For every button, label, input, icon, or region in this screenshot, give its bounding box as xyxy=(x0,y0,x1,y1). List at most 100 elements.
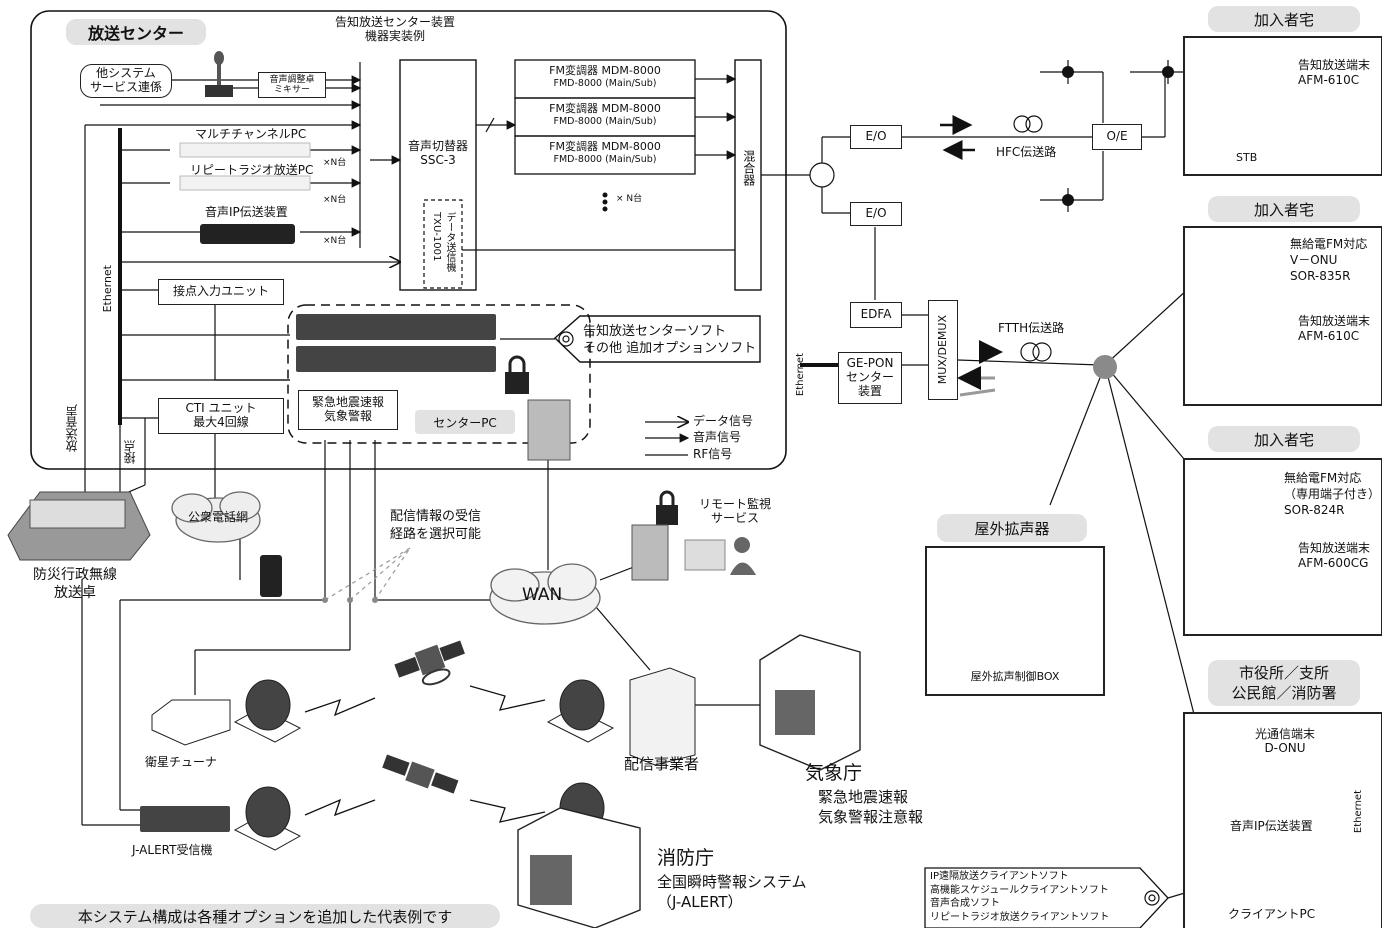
city-title: 市役所／支所公民館／消防署 xyxy=(1208,660,1360,706)
satellite-icon-2 xyxy=(382,754,459,794)
ftth-label: FTTH伝送路 xyxy=(998,321,1065,335)
fm-mod-2-line1: FM変調器 MDM-8000 xyxy=(549,102,661,115)
cti-unit-box: CTI ユニット最大4回線 xyxy=(158,398,284,434)
fdma-building-icon xyxy=(517,807,641,928)
audio-ip-device-icon xyxy=(200,224,295,244)
firewall-remote-icon xyxy=(631,524,669,581)
client-sw-1: IP遠隔放送クライアントソフト xyxy=(930,871,1069,882)
fm-mod-3-line1: FM変調器 MDM-8000 xyxy=(549,140,661,153)
outdoor-frame: 屋外拡声制御BOX xyxy=(925,546,1105,696)
lock-icon-remote xyxy=(656,490,678,525)
stb-label: STB xyxy=(1236,151,1258,164)
repeat-radio-pc-label: リピートラジオ放送PC xyxy=(190,163,314,177)
note-label: 本システム構成は各種オプションを追加した代表例です xyxy=(30,904,500,928)
lock-icon xyxy=(505,355,529,394)
phone-network-cloud-icon xyxy=(171,491,261,543)
route-line2: 経路を選択可能 xyxy=(390,527,482,542)
home-2-terminal: 告知放送端末 xyxy=(1298,314,1371,328)
home-2-title: 加入者宅 xyxy=(1208,196,1360,222)
home-3-onu-line2: （専用端子付き） xyxy=(1284,487,1381,501)
outdoor-title: 屋外拡声器 xyxy=(937,514,1087,542)
broadcast-desk-icon xyxy=(7,491,151,561)
center-pc-label: センターPC xyxy=(415,410,515,434)
city-audio-ip-label: 音声IP伝送装置 xyxy=(1230,819,1313,833)
satellite-tuner-icon xyxy=(151,699,231,746)
fm-mod-2-line2: FMD-8000 (Main/Sub) xyxy=(553,116,657,127)
home-1-title: 加入者宅 xyxy=(1208,6,1360,32)
fm-mod-3-line2: FMD-8000 (Main/Sub) xyxy=(553,154,657,165)
client-sw-3: 音声合成ソフト xyxy=(930,898,1000,909)
microphone-icon xyxy=(205,51,233,97)
times-n-1: ×N台 xyxy=(323,158,347,168)
data-tx-model: TXU-1001 xyxy=(431,212,442,262)
home-3-onu-line1: 無給電FM対応 xyxy=(1284,471,1362,485)
home-3-model: AFM-600CG xyxy=(1298,556,1369,570)
city-ethernet-label: Ethernet xyxy=(1353,790,1364,834)
server-icon xyxy=(629,667,696,766)
center-title: 放送センター xyxy=(66,19,206,45)
contact-unit-box: 接点入力ユニット xyxy=(158,279,284,305)
route-line1: 配信情報の受信 xyxy=(390,509,482,524)
switcher-model: SSC-3 xyxy=(420,152,456,167)
home-2-onu-line3: SOR-835R xyxy=(1290,269,1351,283)
desk-label-1: 防災行政無線 xyxy=(33,567,117,583)
equip-title-line1: 告知放送センター装置 xyxy=(334,15,455,29)
contact-label: 接点 xyxy=(123,440,137,464)
home-1-frame xyxy=(1183,36,1382,176)
provider-label: 配信事業者 xyxy=(624,755,700,773)
center-pc-1-icon xyxy=(296,314,496,340)
legend-audio: 音声信号 xyxy=(693,430,742,444)
home-3-title: 加入者宅 xyxy=(1208,426,1360,452)
satellite-icon-1 xyxy=(394,640,465,686)
mixer-box: 音声調整卓ミキサー xyxy=(258,72,326,98)
jma-line1: 緊急地震速報 xyxy=(818,788,909,806)
repeat-radio-pc-icon xyxy=(179,175,311,191)
multichannel-pc-label: マルチチャンネルPC xyxy=(195,127,307,141)
times-n-mod: × N台 xyxy=(616,194,643,204)
desk-label-2: 放送卓 xyxy=(54,585,96,601)
home-1-terminal: 告知放送端末 xyxy=(1298,58,1371,72)
legend-data: データ信号 xyxy=(693,414,754,428)
equip-title-line2: 機器実装例 xyxy=(364,28,425,43)
jma-label: 気象庁 xyxy=(805,762,863,784)
home-2-model: AFM-610C xyxy=(1298,329,1360,343)
home-3-frame xyxy=(1183,458,1382,636)
mobile-phone-icon xyxy=(260,555,282,597)
fm-mod-1-line1: FM変調器 MDM-8000 xyxy=(549,64,661,77)
wan-cloud-icon xyxy=(489,563,601,625)
combiner-label: 混合器 xyxy=(741,150,756,186)
fdma-line2: （J-ALERT） xyxy=(657,893,743,911)
client-sw-4: リピートラジオ放送クライアントソフト xyxy=(930,911,1110,923)
remote-operator-icon xyxy=(684,537,756,575)
software-line1: 告知放送センターソフト xyxy=(583,324,727,339)
phone-network-label: 公衆電話網 xyxy=(188,510,249,524)
jalert-rx-label: J-ALERT受信機 xyxy=(132,843,213,857)
home-2-onu-line1: 無給電FM対応 xyxy=(1290,237,1368,251)
eo-box-1: E/O xyxy=(850,125,902,149)
other-system-box: 他システムサービス連係 xyxy=(80,64,172,98)
oe-box: O/E xyxy=(1092,124,1142,150)
dish-icons xyxy=(233,679,615,851)
hfc-label: HFC伝送路 xyxy=(996,145,1057,159)
client-sw-2: 高機能スケジュールクライアントソフト xyxy=(930,884,1109,896)
fdma-label: 消防庁 xyxy=(657,847,715,869)
audio-ip-label: 音声IP伝送装置 xyxy=(205,205,288,219)
home-1-model: AFM-610C xyxy=(1298,73,1360,87)
times-n-3: ×N台 xyxy=(323,236,347,246)
broadcast-audio-label: 放送音声 xyxy=(65,404,79,452)
jma-building-icon xyxy=(759,634,861,771)
home-3-terminal: 告知放送端末 xyxy=(1298,541,1371,555)
jma-line2: 気象警報注意報 xyxy=(818,808,924,826)
client-pc-label: クライアントPC xyxy=(1228,907,1316,921)
mux-box: MUX/DEMUX xyxy=(928,300,958,400)
client-software-list: IP遠隔放送クライアントソフト 高機能スケジュールクライアントソフト 音声合成ソ… xyxy=(930,870,1109,924)
multichannel-pc-icon xyxy=(179,142,311,158)
fdma-line1: 全国瞬時警報システム xyxy=(657,873,807,891)
remote-line2: サービス xyxy=(710,510,759,525)
earthquake-box: 緊急地震速報気象警報 xyxy=(298,390,398,430)
jalert-receiver-icon xyxy=(140,806,230,832)
eo-box-2: E/O xyxy=(850,202,902,226)
center-frame xyxy=(30,10,787,470)
